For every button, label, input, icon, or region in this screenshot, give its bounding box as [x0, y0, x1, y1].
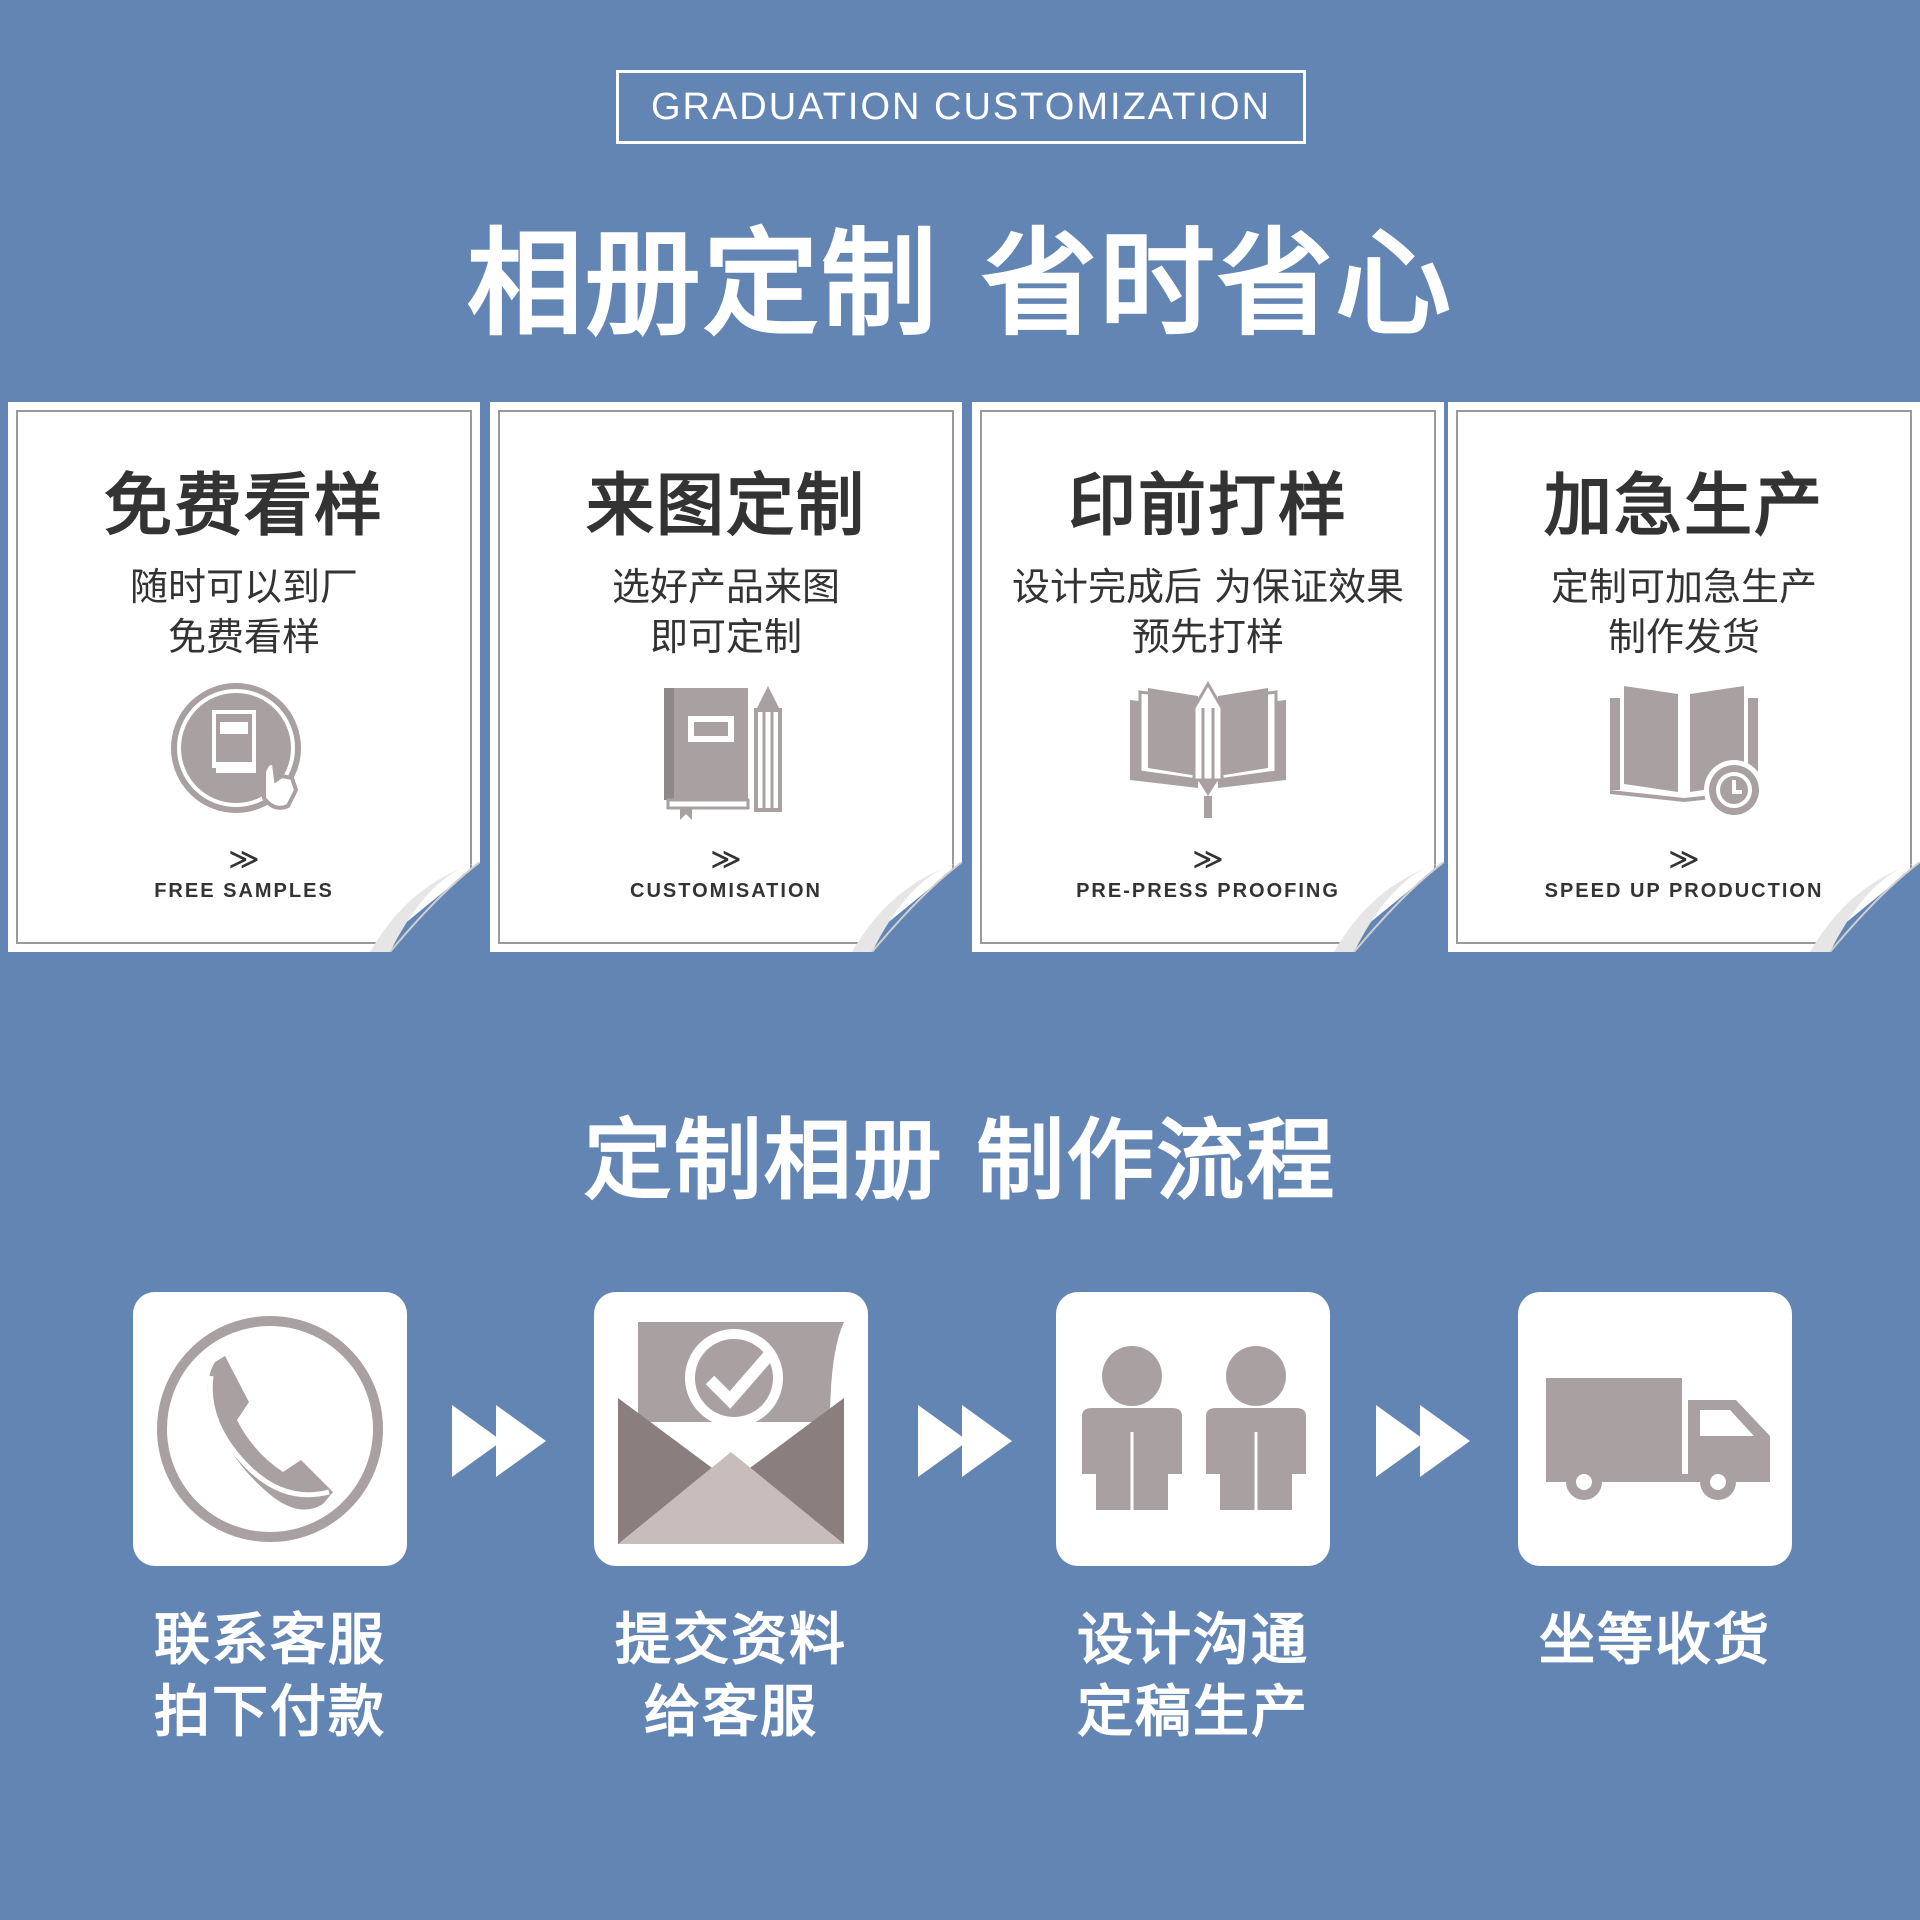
header-tag: GRADUATION CUSTOMIZATION: [616, 70, 1306, 144]
card-desc-line: 随时可以到厂: [129, 565, 358, 609]
feature-card-free-samples: 免费看样 随时可以到厂 免费看样 ≫ FREE SAMPLES: [8, 402, 480, 952]
step-label-contact: 联系客服 拍下付款: [80, 1605, 460, 1749]
card-border: [1456, 410, 1912, 944]
chevron-icon: ≫: [228, 842, 260, 877]
card-english-label: FREE SAMPLES: [154, 880, 334, 902]
page-curl-icon: [852, 862, 962, 952]
card-border: [980, 410, 1436, 944]
card-title: 来图定制: [585, 467, 866, 546]
step-label-line: 定稿生产: [1077, 1680, 1309, 1745]
card-desc-line: 免费看样: [167, 615, 320, 659]
card-desc-line: 选好产品来图: [611, 565, 840, 609]
card-desc-line: 预先打样: [1131, 615, 1284, 659]
process-title: 定制相册 制作流程: [583, 1109, 1337, 1212]
card-title: 印前打样: [1067, 467, 1348, 546]
card-english-label: SPEED UP PRODUCTION: [1544, 880, 1824, 902]
card-border: [16, 410, 472, 944]
open-book-pencil-icon: [1130, 681, 1286, 818]
card-desc-line: 即可定制: [649, 615, 802, 659]
step-label-submit: 提交资料 给客服: [541, 1605, 921, 1749]
page-title: 相册定制 省时省心: [466, 217, 1454, 352]
truck-icon: [1546, 1378, 1770, 1500]
step-box-contact: [133, 1292, 407, 1566]
card-desc-line: 设计完成后 为保证效果: [1011, 565, 1405, 609]
page-curl-icon: [1810, 862, 1920, 952]
double-arrow-icon: [918, 1405, 1012, 1477]
card-english-label: PRE-PRESS PROOFING: [1076, 880, 1340, 902]
phone-icon: [157, 1316, 383, 1542]
page-curl-icon: [1334, 862, 1444, 952]
card-border: [498, 410, 954, 944]
card-description: 随时可以到厂 免费看样: [8, 562, 480, 662]
envelope-check-icon: [618, 1322, 844, 1544]
step-label-line: 设计沟通: [1077, 1608, 1309, 1673]
step-label-design: 设计沟通 定稿生产: [1003, 1605, 1383, 1749]
feature-card-customisation: 来图定制 选好产品来图 即可定制 ≫ CUSTOMISATION: [490, 402, 962, 952]
card-description: 设计完成后 为保证效果 预先打样: [972, 562, 1444, 662]
step-label-delivery: 坐等收货: [1465, 1605, 1845, 1677]
step-label-line: 提交资料: [615, 1608, 847, 1673]
feature-card-pre-press: 印前打样 设计完成后 为保证效果 预先打样 ≫ PRE-PRESS PROOFI…: [972, 402, 1444, 952]
card-desc-line: 定制可加急生产: [1550, 565, 1817, 609]
step-label-line: 坐等收货: [1539, 1608, 1771, 1673]
people-icon: [1082, 1346, 1306, 1510]
step-box-delivery: [1518, 1292, 1792, 1566]
card-title: 加急生产: [1543, 467, 1824, 546]
feature-card-speed-up: 加急生产 定制可加急生产 制作发货 ≫ SPEED UP PRODUCTION: [1448, 402, 1920, 952]
step-label-line: 给客服: [644, 1680, 818, 1745]
chevron-icon: ≫: [1668, 842, 1700, 877]
step-label-line: 拍下付款: [154, 1680, 386, 1745]
notebook-pencil-icon: [664, 686, 782, 820]
step-box-design: [1056, 1292, 1330, 1566]
card-desc-line: 制作发货: [1607, 615, 1760, 659]
double-arrow-icon: [452, 1405, 546, 1477]
card-description: 选好产品来图 即可定制: [490, 562, 962, 662]
card-title: 免费看样: [103, 467, 384, 546]
page-curl-icon: [370, 862, 480, 952]
double-arrow-icon: [1376, 1405, 1470, 1477]
step-box-submit: [594, 1292, 868, 1566]
book-clock-icon: [1610, 686, 1764, 820]
card-description: 定制可加急生产 制作发货: [1448, 562, 1920, 662]
chevron-icon: ≫: [710, 842, 742, 877]
book-touch-icon: [171, 683, 301, 813]
step-label-line: 联系客服: [154, 1608, 386, 1673]
card-english-label: CUSTOMISATION: [630, 880, 822, 902]
chevron-icon: ≫: [1192, 842, 1224, 877]
